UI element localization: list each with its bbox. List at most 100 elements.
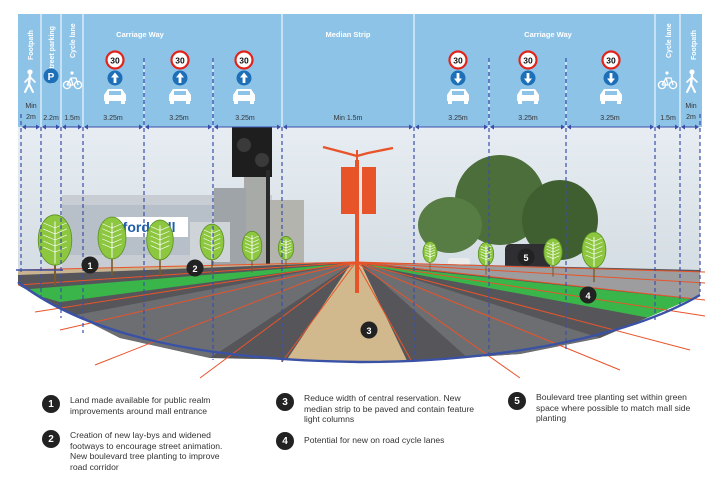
width-median: Min 1.5m (334, 115, 363, 122)
car-icon (104, 89, 126, 104)
parking-symbol: P (48, 72, 55, 83)
dimension-arrow (567, 124, 654, 130)
legend-number: 3 (276, 393, 294, 411)
svg-text:5: 5 (523, 253, 528, 263)
dimension-arrow (656, 124, 679, 130)
feature-light-column (322, 145, 394, 293)
header-carriage-way-left: Carriage Way (116, 30, 164, 39)
svg-text:30: 30 (523, 56, 533, 66)
svg-text:30: 30 (175, 56, 185, 66)
tree-icon (241, 230, 263, 273)
speed-limit-icon: 30 (234, 50, 254, 70)
speed-limit-icon: 30 (105, 50, 125, 70)
legend-item-2: 2 Creation of new lay-bys and widened fo… (42, 430, 242, 472)
lane-1-icons: 30 (104, 50, 126, 104)
svg-text:4: 4 (585, 291, 590, 301)
svg-text:30: 30 (453, 56, 463, 66)
legend-number: 2 (42, 430, 60, 448)
speed-limit-icon: 30 (448, 50, 468, 70)
header-footpath-left: Footpath (28, 30, 35, 60)
width-footpath-left-value: 2m (26, 114, 36, 121)
bicycle-icon-right (657, 71, 678, 90)
speed-limit-icon: 30 (518, 50, 538, 70)
legend-item-4: 4 Potential for new on road cycle lanes (276, 432, 486, 450)
width-footpath-right-min: Min (685, 103, 696, 110)
legend-item-5: 5 Boulevard tree planting set within gre… (508, 392, 713, 424)
mall-sign-text: tford (118, 219, 150, 235)
header-band (18, 14, 702, 127)
legend-text: Potential for new on road cycle lanes (304, 435, 445, 445)
header-on-street-parking: On street parking (49, 26, 56, 84)
traffic-light (232, 127, 272, 177)
parking-icon: P (43, 68, 59, 84)
car-icon (447, 89, 469, 104)
width-cycle-right: 1.5m (660, 115, 676, 122)
marker-4: 4 (579, 286, 597, 304)
width-lane-3: 3.25m (235, 115, 255, 122)
dimension-arrow (84, 124, 143, 130)
tree-icon (199, 223, 225, 275)
dimension-arrow (681, 124, 699, 130)
svg-text:3: 3 (366, 326, 371, 336)
bicycle-icon-left (62, 71, 83, 90)
median-strip (282, 262, 410, 362)
marker-2: 2 (186, 259, 204, 277)
lane-2-icons: 30 (169, 50, 191, 104)
marker-3: 3 (360, 321, 378, 339)
width-footpath-left-min: Min (25, 103, 36, 110)
svg-text:2: 2 (192, 264, 197, 274)
header-median-strip: Median Strip (325, 30, 370, 39)
svg-text:30: 30 (239, 56, 249, 66)
tree-icon (422, 241, 438, 271)
svg-text:30: 30 (110, 56, 120, 66)
dimension-arrow (42, 124, 60, 130)
car-icon (169, 89, 191, 104)
dimension-arrow (62, 124, 82, 130)
speed-limit-icon: 30 (170, 50, 190, 70)
lane-4-icons: 30 (447, 50, 469, 104)
dimension-arrow (415, 124, 488, 130)
legend-text: Reduce width of central reservation. New… (304, 393, 475, 425)
width-lane-5: 3.25m (518, 115, 538, 122)
width-lane-6: 3.25m (600, 115, 620, 122)
lane-6-icons: 30 (600, 50, 622, 104)
legend-number: 4 (276, 432, 294, 450)
tree-icon (477, 242, 495, 275)
arrow-down-icon (450, 70, 466, 86)
lane-5-icons: 30 (517, 50, 539, 104)
tree-icon (97, 216, 127, 276)
tree-icon (543, 237, 563, 277)
width-footpath-right-value: 2m (686, 114, 696, 121)
dimension-arrow (490, 124, 565, 130)
width-parking: 2.2m (43, 115, 59, 122)
width-cycle-left: 1.5m (64, 115, 80, 122)
car-icon (233, 89, 255, 104)
header-cycle-lane-right: Cycle lane (666, 23, 673, 58)
dimension-arrow (22, 124, 40, 130)
arrow-up-icon (172, 70, 188, 86)
legend-text: Boulevard tree planting set within green… (536, 392, 691, 424)
arrow-down-icon (520, 70, 536, 86)
legend-number: 5 (508, 392, 526, 410)
legend-item-1: 1 Land made available for public realm i… (42, 395, 242, 416)
pedestrian-icon (686, 69, 698, 93)
width-lane-4: 3.25m (448, 115, 468, 122)
legend-text: Land made available for public realm imp… (70, 395, 211, 416)
dimension-arrow (145, 124, 212, 130)
tree-icon (146, 219, 174, 276)
legend-text: Creation of new lay-bys and widened foot… (70, 430, 223, 472)
header-cycle-lane-left: Cycle lane (70, 23, 77, 58)
svg-text:30: 30 (606, 56, 616, 66)
header-footpath-right: Footpath (691, 30, 698, 60)
tree-icon (37, 214, 73, 286)
dimension-arrow (283, 124, 413, 130)
legend-item-3: 3 Reduce width of central reservation. N… (276, 393, 486, 425)
legend-number: 1 (42, 395, 60, 413)
width-lane-1: 3.25m (103, 115, 123, 122)
speed-limit-icon: 30 (601, 50, 621, 70)
marker-5: 5 (517, 248, 535, 266)
car-icon (517, 89, 539, 104)
arrow-up-icon (236, 70, 252, 86)
dimension-arrow (214, 124, 281, 130)
car-icon (600, 89, 622, 104)
